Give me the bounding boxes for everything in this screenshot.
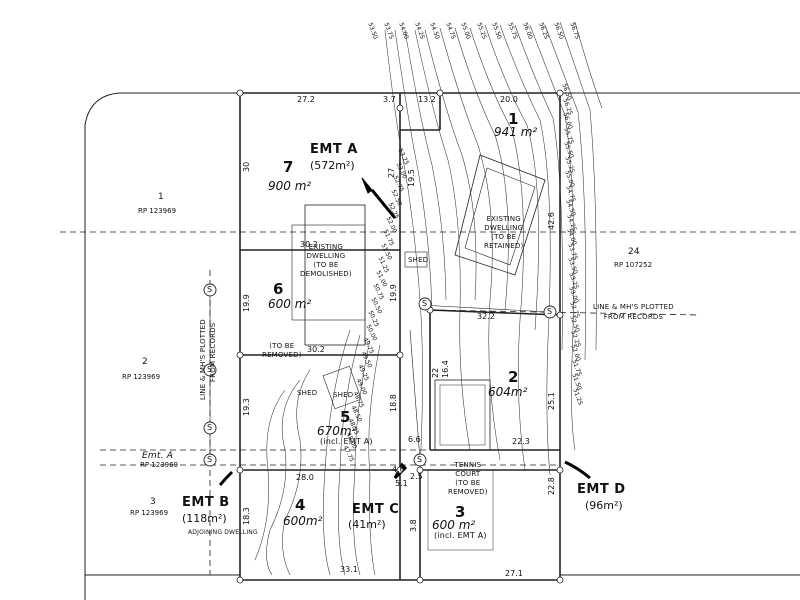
emt-strip-plan: RP 123969 xyxy=(140,461,179,469)
adjoining-dwelling-note: ADJOINING DWELLING xyxy=(188,529,258,536)
lot-3-note: (incl. EMT A) xyxy=(434,531,487,540)
adjoining-lot-1-number: 1 xyxy=(158,192,164,202)
dim-19-9-b: 19.9 xyxy=(389,284,398,302)
easement-d-label: EMT D xyxy=(577,482,626,497)
dim-19-5: 19.5 xyxy=(407,169,416,187)
lot-5-note: (incl. EMT A) xyxy=(320,437,373,446)
dim-19-9-a: 19.9 xyxy=(242,294,251,312)
dim-27-1: 27.1 xyxy=(505,569,523,578)
dwelling-retained xyxy=(454,154,546,276)
lot-6-number: 6 xyxy=(273,280,284,298)
dim-32-2: 32.2 xyxy=(477,312,495,321)
lot-4-area: 600m² xyxy=(283,514,323,528)
dim-3-7: 3.7 xyxy=(383,95,396,104)
lot-3-number: 3 xyxy=(455,503,466,521)
dim-5-1: 5.1 xyxy=(395,479,408,488)
dim-42-6: 42.6 xyxy=(547,212,556,230)
dim-20-0: 20.0 xyxy=(500,95,518,104)
lot-7-area: 900 m² xyxy=(268,179,312,193)
sewer-symbol: S xyxy=(207,423,213,432)
dim-4-6: 4.6 xyxy=(392,465,405,474)
dim-13-2: 13.2 xyxy=(418,95,436,104)
easement-a-label: EMT A xyxy=(310,142,358,157)
easement-c-label: EMT C xyxy=(352,502,400,517)
sewer-symbol: S xyxy=(417,455,423,464)
lot-3-area: 600 m² xyxy=(432,518,476,532)
dwelling-demolished-note: EXISTING DWELLING (TO BE DEMOLISHED) xyxy=(300,243,352,278)
lot-1-area: 941 m² xyxy=(494,125,538,139)
shed-lot5 xyxy=(322,365,362,410)
shed-lot2-label: SHED xyxy=(408,256,429,264)
lot-7-number: 7 xyxy=(283,158,294,176)
adjoining-lot-2-number: 2 xyxy=(142,357,148,367)
dim-25-1: 25.1 xyxy=(547,392,556,410)
line-mh-right-note: LINE & MH'S PLOTTED FROM RECORDS xyxy=(593,303,674,321)
lot-2-area: 604m² xyxy=(488,385,528,399)
lot-5-area: 670m² xyxy=(317,424,357,438)
dim-27-2: 27.2 xyxy=(297,95,315,104)
dwelling-retained-note: EXISTING DWELLING (TO BE RETAINED) xyxy=(484,215,524,250)
dim-22-8: 22.8 xyxy=(547,477,556,495)
dim-2-5: 2.5 xyxy=(410,472,423,481)
shed-lot5-b-label: SHED xyxy=(333,391,354,399)
dim-33-1: 33.1 xyxy=(340,565,358,574)
dim-16-4: 16.4 xyxy=(441,360,450,378)
emt-d-arrow xyxy=(564,460,591,480)
sewer-symbol: S xyxy=(207,285,213,294)
shed-lot5-a-label: SHED xyxy=(297,389,318,397)
lot-6-area: 600 m² xyxy=(268,297,312,311)
easement-d-area: (96m²) xyxy=(585,499,623,512)
sewer-symbol: S xyxy=(547,307,553,316)
tennis-court xyxy=(434,379,491,451)
dim-28-0: 28.0 xyxy=(296,473,314,482)
dim-30: 30 xyxy=(242,161,251,172)
sewer-symbol: S xyxy=(422,299,428,308)
dim-3-8: 3.8 xyxy=(409,519,418,532)
lot-1-number: 1 xyxy=(508,110,519,128)
lot-5-number: 5 xyxy=(340,408,351,426)
dim-22: 22 xyxy=(431,367,440,378)
sewer-symbol: S xyxy=(207,365,213,374)
adjoining-lot-3-number: 3 xyxy=(150,497,156,507)
to-be-removed-note: (TO BE REMOVED) xyxy=(262,342,302,359)
easement-c-area: (41m²) xyxy=(348,518,386,531)
easement-b-area: (118m²) xyxy=(182,512,227,525)
dim-18-8: 18.8 xyxy=(389,394,398,412)
adjoining-lot-2-plan: RP 123969 xyxy=(122,373,161,381)
adjoining-lot-24-number: 24 xyxy=(628,247,640,257)
line-mh-left-note: LINE & MH'S PLOTTED FROM RECORDS xyxy=(199,319,217,400)
easement-b-label: EMT B xyxy=(182,495,230,510)
dim-19-3: 19.3 xyxy=(242,398,251,416)
emt-a-arrow xyxy=(361,177,373,194)
dim-30-2-a: 30.2 xyxy=(300,240,318,249)
dim-30-2-b: 30.2 xyxy=(307,345,325,354)
dim-18-3: 18.3 xyxy=(242,507,251,525)
road-boundary xyxy=(84,92,800,126)
tennis-court-note: TENNIS COURT (TO BE REMOVED) xyxy=(448,461,488,496)
emt-b-arrow xyxy=(218,470,234,486)
emt-strip-label: Emt. A xyxy=(142,451,174,461)
lot-4-number: 4 xyxy=(295,496,306,514)
lot-2-number: 2 xyxy=(508,368,519,386)
adjoining-lot-1-plan: RP 123969 xyxy=(138,207,177,215)
dim-22-3: 22.3 xyxy=(512,437,530,446)
adjoining-lot-3-plan: RP 123969 xyxy=(130,509,169,517)
dim-6-6: 6.6 xyxy=(408,435,421,444)
adjoining-lot-24-plan: RP 107252 xyxy=(614,261,653,269)
sewer-symbol: S xyxy=(207,455,213,464)
easement-a-area: (572m²) xyxy=(310,159,355,172)
